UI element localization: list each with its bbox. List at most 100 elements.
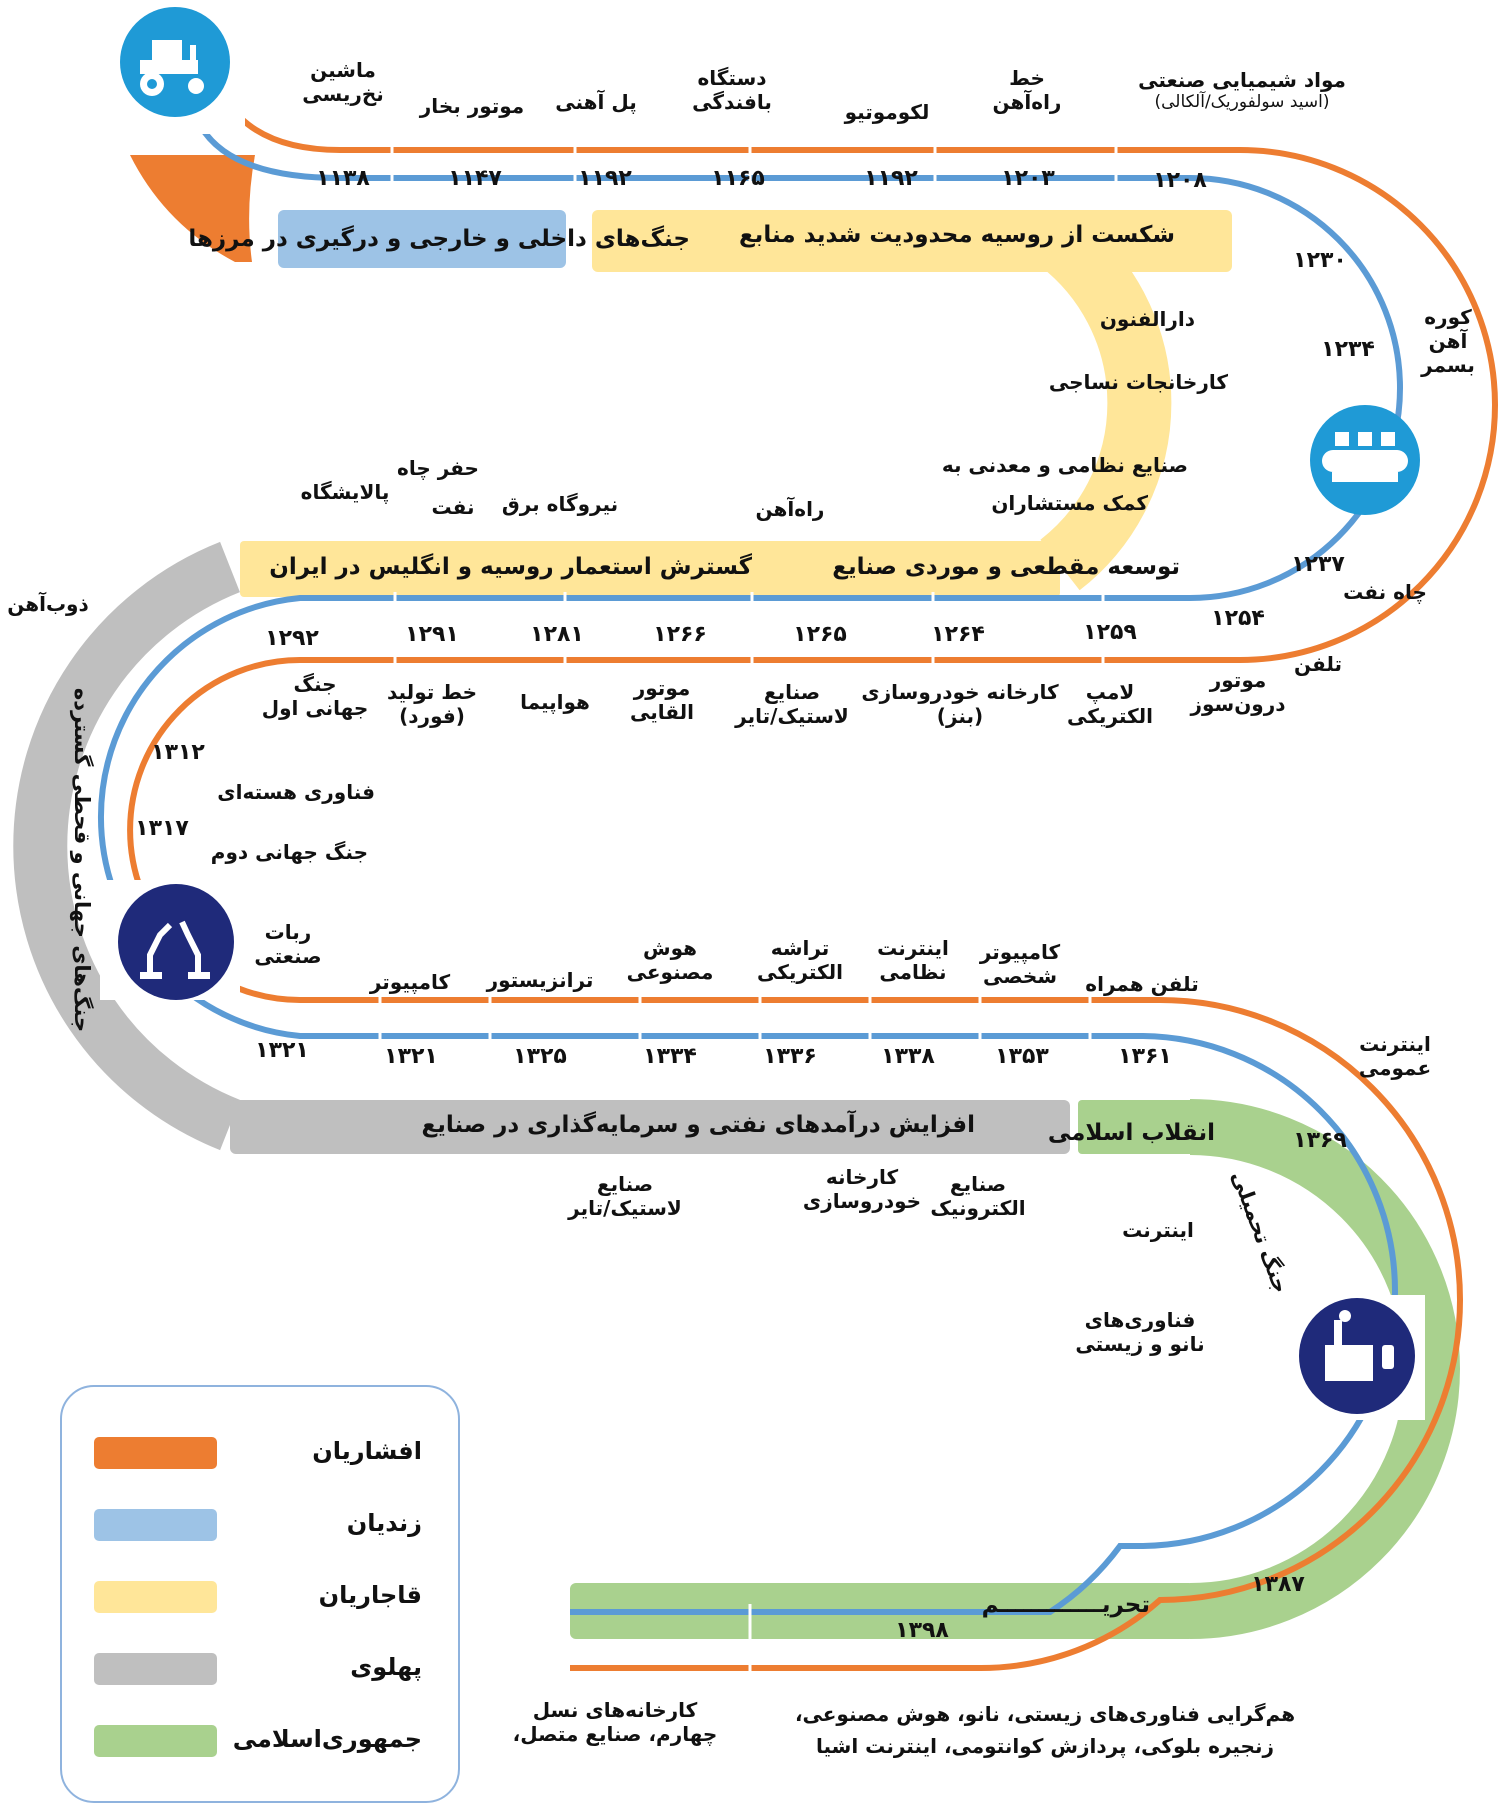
row3-label: تلفن همراه (1085, 972, 1198, 996)
row4-right-text: هم‌گرایی فناوری‌های زیستی، نانو، هوش مصن… (794, 1702, 1296, 1758)
row2-top-label: پالایشگاه (300, 480, 390, 504)
zand-band-row1 (278, 210, 566, 268)
label-line1: کارخانه خودروسازی (861, 680, 1059, 704)
track-ticks (378, 140, 1118, 1676)
row3-year: ۱۳۲۱ (384, 1044, 438, 1069)
label-line2: الکترونیک (930, 1196, 1026, 1220)
label-line2: شخصی (982, 964, 1058, 988)
label-line1: لامپ (1085, 680, 1135, 704)
curve2-vertical-label: جنگ‌های جهانی و قحطی گسترده (70, 687, 94, 1033)
label-line2: خودروسازی (802, 1189, 922, 1213)
row3-year: ۱۳۳۶ (763, 1044, 817, 1069)
label-line1: ترانزیستور (486, 968, 594, 992)
row3-label: کامپیوتر (370, 970, 450, 994)
nano-label: فناوری‌های نانو و زیستی (1075, 1308, 1205, 1356)
label-line2: (فورد) (399, 704, 465, 728)
curve1-side-label: کوره آهن بسمر (1421, 305, 1475, 377)
curve1-inner-0: دارالفنون (1099, 307, 1195, 331)
label-line2: القایی (629, 700, 695, 724)
curve2-year-b: ۱۳۱۷ (135, 816, 189, 841)
conveyor-icon (1310, 405, 1420, 515)
label-line2: درون‌سوز (1190, 692, 1286, 716)
curve2-year-a: ۱۳۱۲ (151, 740, 205, 765)
legend-label: افشاریان (312, 1437, 422, 1465)
row1-year: ۱۲۰۳ (1001, 166, 1055, 191)
label-line2: مصنوعی (626, 960, 714, 984)
qajar-curve (1039, 215, 1172, 591)
curve3-year-a: ۱۳۶۹ (1293, 1128, 1347, 1153)
zobahan-label: ذوب‌آهن (7, 592, 89, 616)
row2-top-label: راه‌آهن (755, 497, 825, 521)
legend-label: پهلوی (350, 1653, 422, 1681)
row2-year: ۱۲۶۴ (931, 622, 985, 647)
row2-top-label: حفر چاه (397, 456, 479, 480)
orange-track (127, 88, 1498, 1672)
row1-label: لکوموتیو (845, 100, 930, 124)
pahlavi-band-row3 (230, 1100, 1070, 1154)
label-line1: اینترنت (877, 936, 949, 960)
row2-year: ۱۲۶۵ (793, 622, 847, 647)
label-line1: خط تولید (386, 680, 478, 704)
jomhuri-curve (1189, 1099, 1460, 1639)
row1-year: ۱۲۰۸ (1153, 168, 1207, 193)
row1-year: ۱۱۴۷ (448, 166, 502, 191)
row2-label: کارخانه خودروسازی(بنز) (861, 680, 1058, 728)
row2-top-label: نفت (431, 495, 475, 519)
label-line2: (بنز) (936, 704, 984, 728)
row3-year: ۱۳۳۴ (643, 1044, 697, 1069)
label-line2: نظامی (879, 960, 947, 984)
curve1-inner-2: صنایع نظامی و معدنی به (941, 453, 1188, 477)
row2-year: ۱۲۵۹ (1083, 620, 1137, 645)
label-line1: تلفن همراه (1085, 972, 1199, 996)
tractor-icon (115, 4, 245, 134)
internet-label: اینترنت (1122, 1218, 1194, 1242)
row2-year: ۱۲۹۲ (265, 626, 319, 651)
row3-year: ۱۳۳۸ (881, 1044, 935, 1069)
zand-band-text: جنگ‌های داخلی و خارجی و درگیری در مرزها (188, 226, 690, 252)
label-line1: موتور بخار (419, 94, 525, 118)
nuclear-label: فناوری هسته‌ای (217, 780, 375, 804)
legend-label: قاجاریان (318, 1581, 422, 1609)
label-line1: کامپیوتر (979, 940, 1061, 964)
sanctions-band-text: تحریـــــــــــــم (981, 1592, 1150, 1618)
label-line1: مواد شیمیایی صنعتی (1138, 68, 1346, 92)
label-line1: تراشه (770, 936, 830, 960)
label-line1: کامپیوتر (369, 970, 451, 994)
label-line2: راه‌آهن (992, 90, 1062, 114)
label-line1: لکوموتیو (844, 100, 930, 124)
jomhuri-band-text: انقلاب اسلامی (1047, 1120, 1215, 1146)
label-line1: هوش (642, 936, 698, 960)
row2-year: ۱۲۶۶ (653, 622, 707, 647)
label-line1: موتور (633, 676, 691, 700)
row2-top-label: نیروگاه برق (501, 492, 619, 516)
robot-arms-icon (100, 880, 240, 1000)
legend-swatch-qajar (94, 1581, 217, 1613)
label-line1: دستگاه (697, 66, 767, 90)
label-line1: کارخانه (825, 1165, 899, 1189)
row3-year: ۱۳۲۵ (513, 1044, 567, 1069)
curve1-inner-1: کارخانجات نساجی (1048, 370, 1228, 394)
row3-label: ترانزیستور (487, 968, 594, 992)
label-line2: صنعتی (254, 944, 322, 968)
label-line1: صنایع (763, 680, 821, 704)
label-line1: جنگ (293, 672, 337, 696)
label-line2: نخ‌ریسی (302, 82, 384, 106)
ww2-label: جنگ جهانی دوم (210, 840, 368, 864)
legend-label: جمهوری‌اسلامی (232, 1725, 422, 1753)
label-line1: ربات (264, 920, 312, 944)
label-line1: موتور (1209, 668, 1267, 692)
jomhuri-band-row3 (1078, 1100, 1198, 1154)
row2-label: خط تولید(فورد) (387, 680, 477, 728)
row1-year: ۱۱۳۸ (316, 166, 370, 191)
curve1-inner-3: کمک مستشاران (991, 491, 1148, 515)
row4-left-text: کارخانه‌های نسل چهارم، صنایع متصل، (512, 1698, 718, 1746)
telefon-label: تلفن (1293, 652, 1343, 676)
public-internet-label: اینترنت عمومی (1358, 1032, 1432, 1080)
pahlavi-band-text: افزایش درآمدهای نفتی و سرمایه‌گذاری در ص… (421, 1112, 975, 1138)
